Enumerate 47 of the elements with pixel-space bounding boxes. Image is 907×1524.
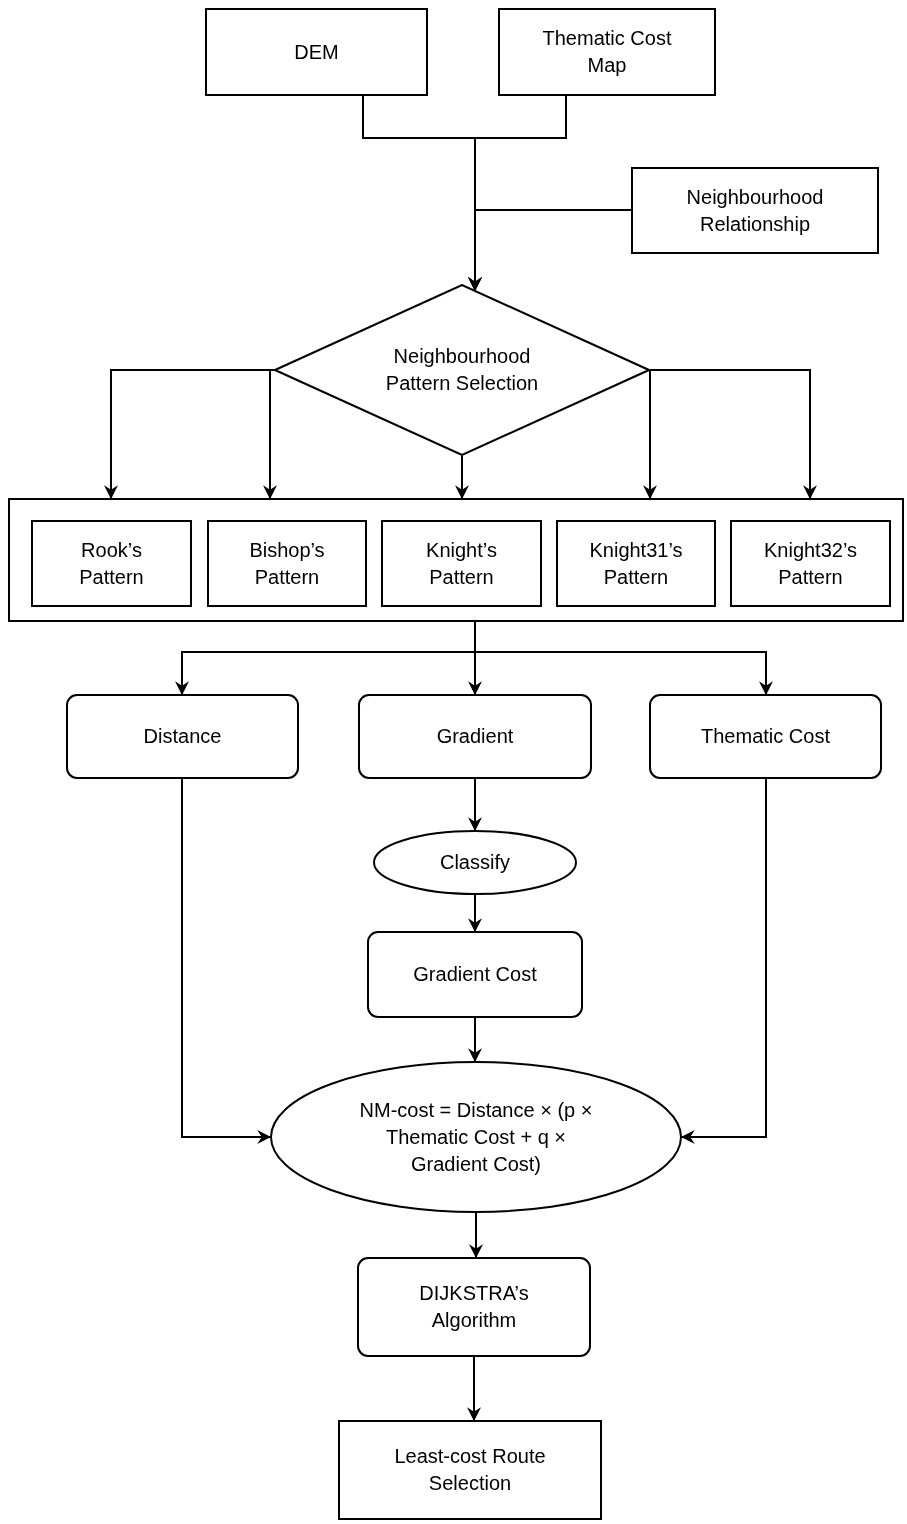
arrow xyxy=(468,209,632,292)
process-ellipse xyxy=(373,830,577,895)
process-box xyxy=(556,520,716,607)
node-label: DEM xyxy=(293,39,340,65)
node-label: DIJKSTRA’s Algorithm xyxy=(418,1281,530,1333)
process-box xyxy=(631,167,879,254)
arrow xyxy=(181,778,272,1144)
process-box xyxy=(207,520,367,607)
rounded-process-box xyxy=(357,1257,591,1357)
arrow xyxy=(263,369,277,500)
rounded-process-box xyxy=(358,694,592,779)
process-box xyxy=(338,1420,602,1520)
node-label: Thematic Cost xyxy=(700,724,831,749)
arrow xyxy=(468,894,482,933)
arrow xyxy=(649,369,817,500)
node-label: Distance xyxy=(142,724,223,749)
decision-diamond xyxy=(274,284,650,456)
process-box xyxy=(381,520,542,607)
process-box xyxy=(730,520,891,607)
node-label: Least-cost Route Selection xyxy=(393,1444,547,1496)
rounded-process-box xyxy=(66,694,299,779)
node-label: Neighbourhood Pattern Selection xyxy=(384,344,540,396)
rounded-process-box xyxy=(649,694,882,779)
node-label: Knight31’s Pattern xyxy=(588,537,684,590)
arrow xyxy=(468,1017,482,1063)
process-ellipse xyxy=(270,1061,682,1213)
node-label: Classify xyxy=(439,850,511,875)
group-box xyxy=(8,498,904,622)
node-label: Knight32’s Pattern xyxy=(762,537,858,590)
node-label: Gradient xyxy=(435,724,515,749)
arrow xyxy=(643,369,657,500)
arrow xyxy=(468,778,482,832)
node-label: Knight’s Pattern xyxy=(425,537,498,590)
node-label: Neighbourhood Relationship xyxy=(685,184,825,237)
arrow xyxy=(455,455,469,500)
node-label: Rook’s Pattern xyxy=(78,537,145,590)
arrow xyxy=(467,1356,481,1422)
rounded-process-box xyxy=(367,931,583,1018)
node-label: Gradient Cost xyxy=(412,962,538,987)
process-box xyxy=(498,8,716,96)
node-label: Thematic Cost Map xyxy=(541,26,673,78)
arrow xyxy=(474,621,773,696)
arrow xyxy=(469,1212,483,1259)
process-box xyxy=(31,520,192,607)
process-box xyxy=(205,8,428,96)
node-label: Bishop’s Pattern xyxy=(248,537,326,590)
node-label: NM-cost = Distance × (p × Thematic Cost + q × Gradient Cost) xyxy=(358,1097,594,1177)
